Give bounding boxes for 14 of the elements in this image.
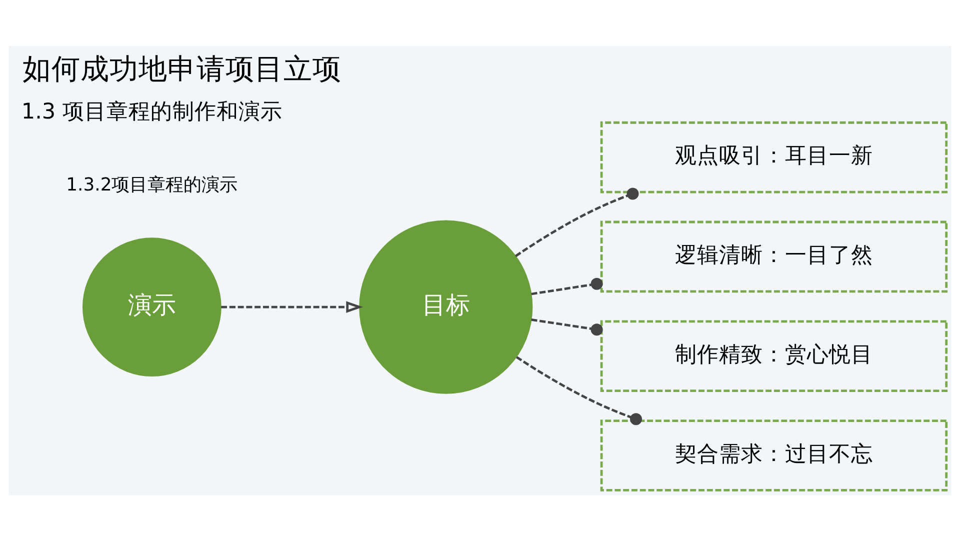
arrow <box>221 300 363 312</box>
node-box: 逻辑清晰：一目了然 <box>600 220 948 292</box>
node-box: 制作精致：赏心悦目 <box>600 320 948 392</box>
connector <box>515 187 639 257</box>
connector <box>531 318 603 336</box>
node-box: 契合需求：过目不忘 <box>600 419 948 491</box>
connector <box>516 356 642 425</box>
diagram-title: 如何成功地申请项目立项 <box>22 51 342 86</box>
label: 1.3 项目章程的制作和演示 <box>21 98 282 124</box>
node-circle: 目标 <box>359 220 533 394</box>
label: 1.3.2项目章程的演示 <box>66 174 238 195</box>
connector <box>531 277 603 295</box>
node-box: 观点吸引：耳目一新 <box>600 120 948 193</box>
node-circle: 演示 <box>82 237 222 376</box>
